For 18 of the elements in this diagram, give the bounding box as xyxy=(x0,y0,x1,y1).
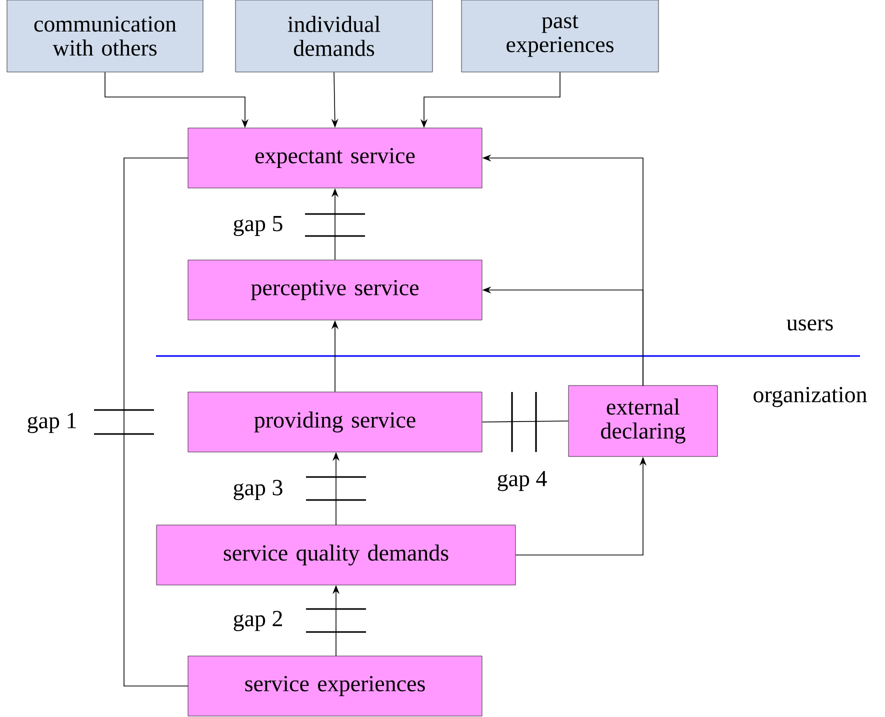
region-label: organization xyxy=(754,386,867,408)
process-box: service quality demands xyxy=(156,524,516,586)
input-box: individual demands xyxy=(235,0,433,72)
region-label: users xyxy=(786,319,833,331)
edge-label: gap 2 xyxy=(232,610,284,632)
edge-label: gap 1 xyxy=(26,412,78,434)
edge-label: gap 4 xyxy=(496,470,548,492)
connector xyxy=(124,158,188,686)
edge-label: gap 5 xyxy=(232,215,284,238)
edge-label: gap 3 xyxy=(232,478,284,502)
connector xyxy=(482,420,569,422)
input-box: communication with others xyxy=(6,0,204,72)
process-box: external declaring xyxy=(568,385,718,457)
process-box: service experiences xyxy=(188,656,482,716)
input-box: past experiences xyxy=(461,0,659,72)
process-box: perceptive service xyxy=(188,260,482,320)
process-box: providing service xyxy=(188,392,482,452)
process-box: expectant service xyxy=(188,128,482,188)
